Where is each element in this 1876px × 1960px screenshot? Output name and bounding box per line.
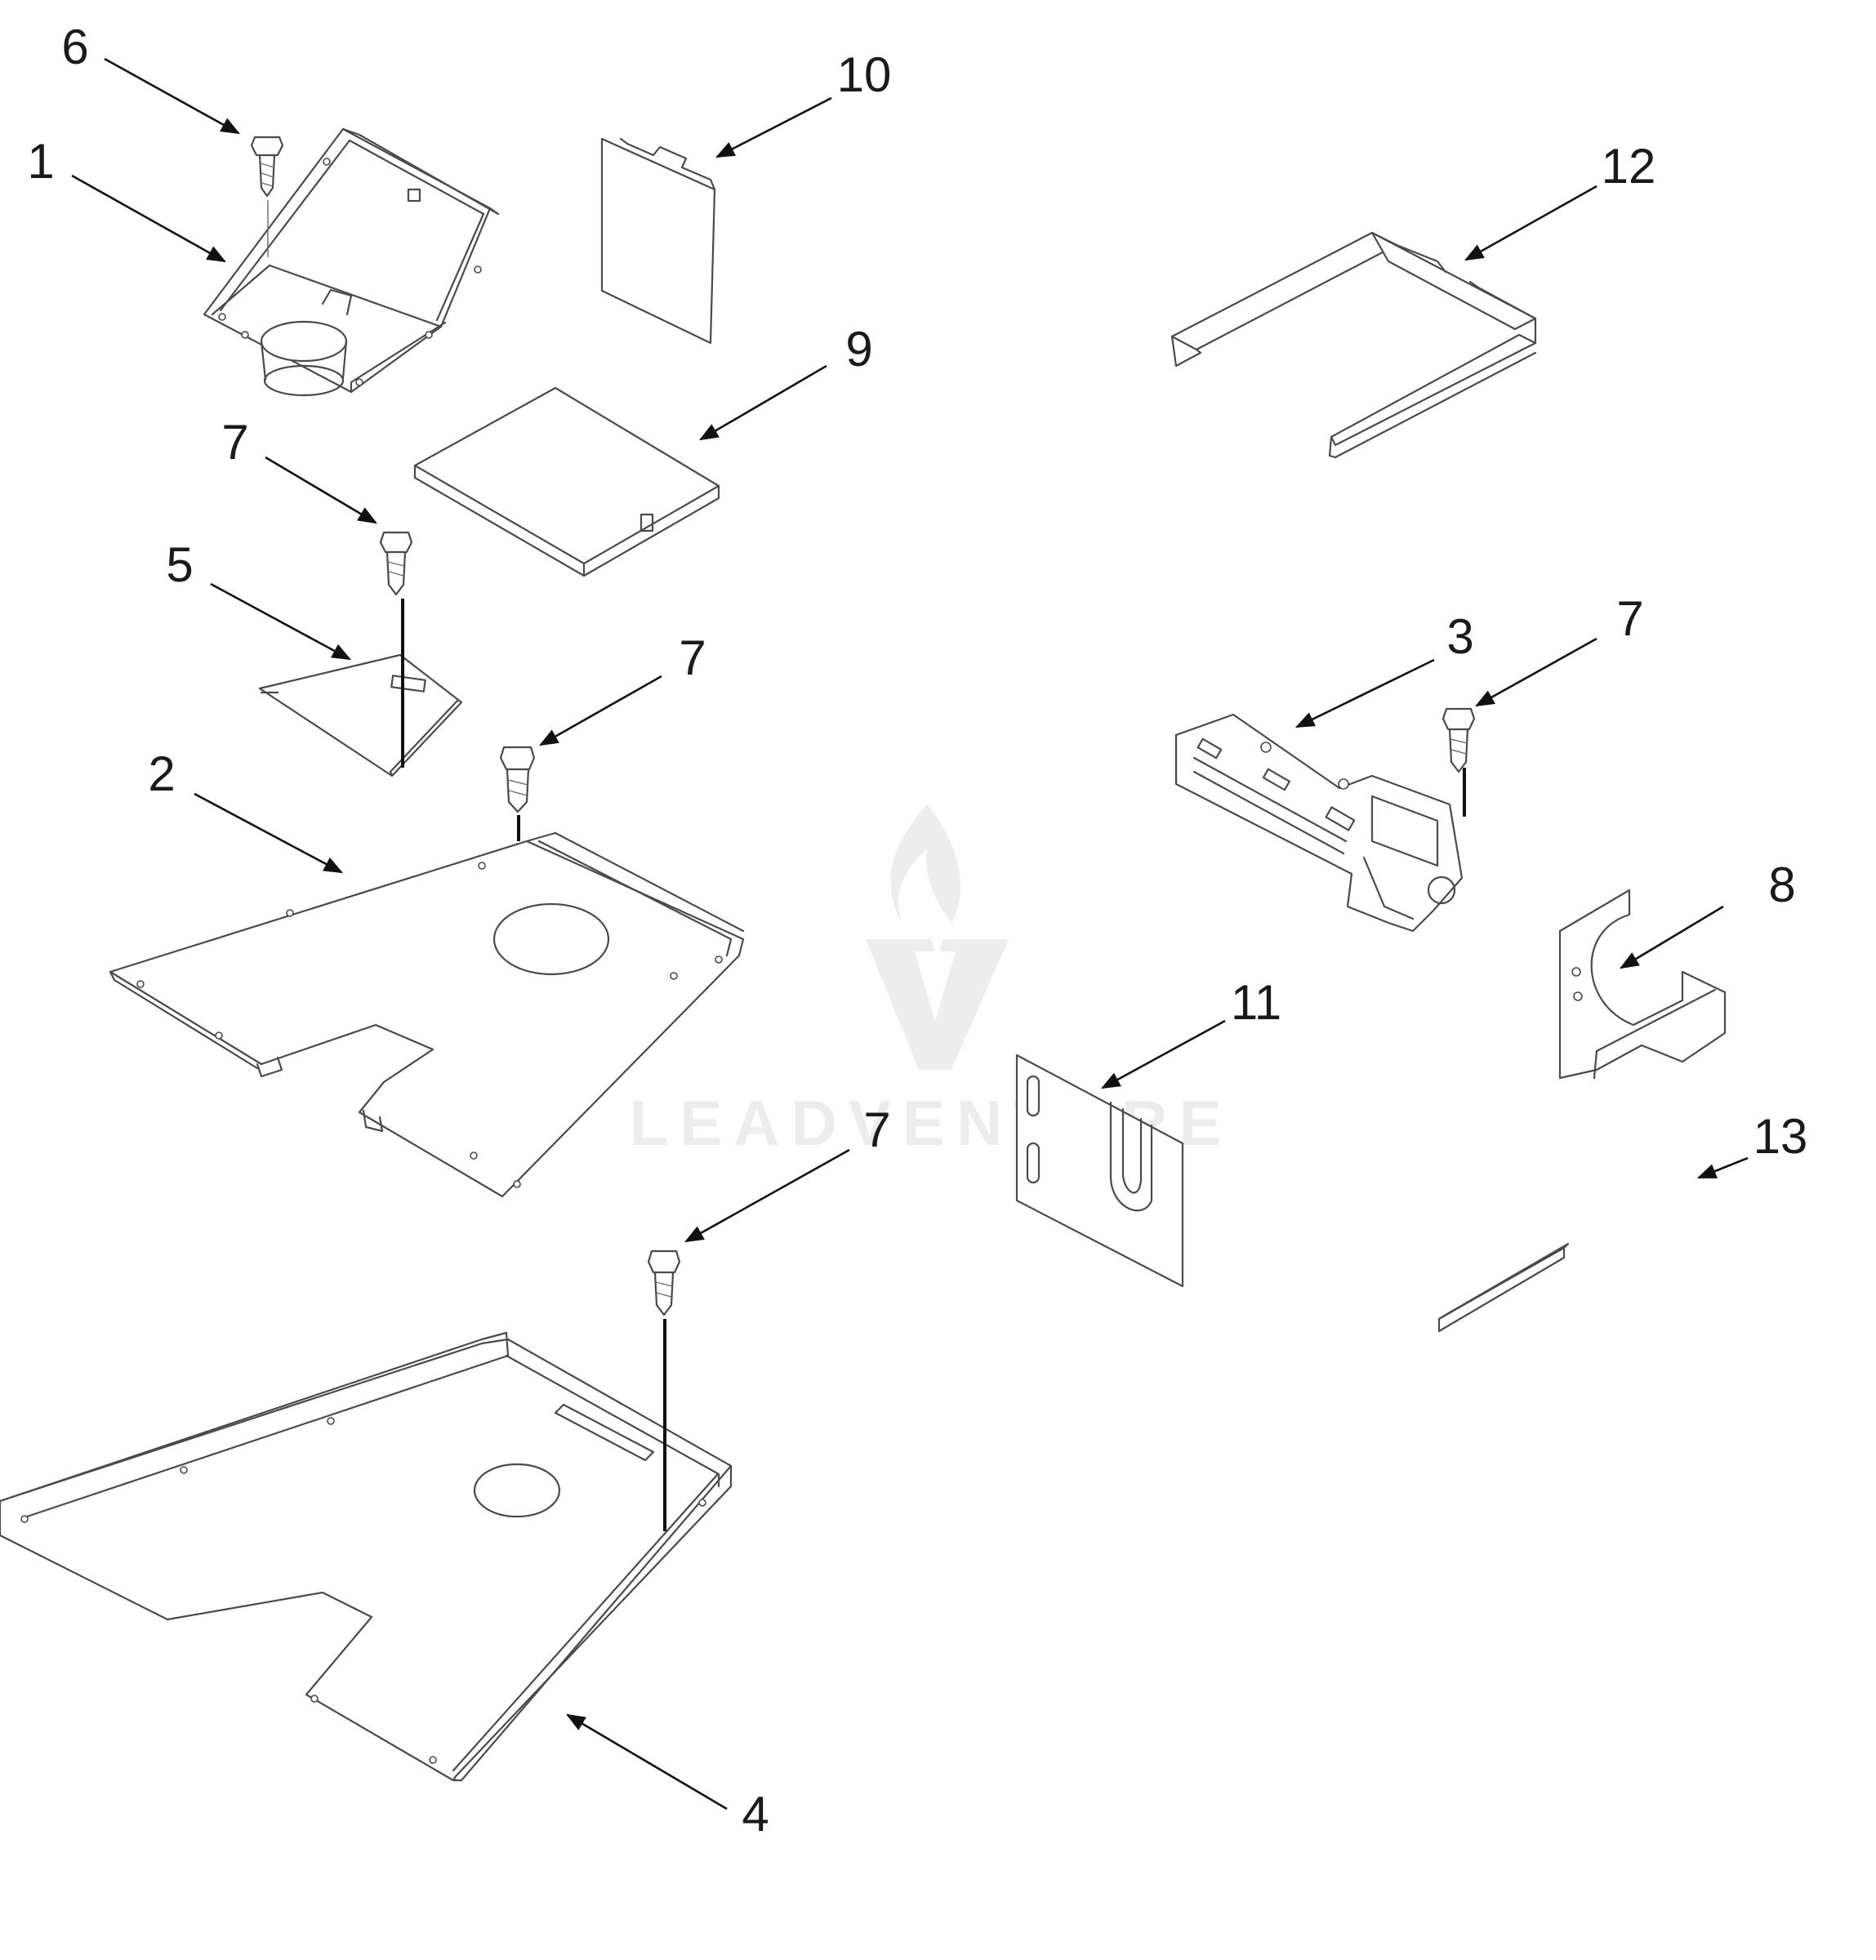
arrow-4 (565, 1713, 728, 1811)
callout-labels: 6 1 10 9 12 7 5 7 2 3 7 8 11 13 7 4 (27, 20, 1807, 1842)
arrow-3 (1294, 658, 1435, 728)
callout-13: 13 (1753, 1109, 1808, 1164)
part-11-plate (1015, 1054, 1184, 1288)
arrow-7a (265, 456, 378, 524)
arrow-7b (538, 675, 662, 746)
arrow-6 (104, 57, 241, 135)
callout-3: 3 (1446, 609, 1473, 664)
callout-2: 2 (148, 746, 175, 801)
callout-8: 8 (1768, 858, 1795, 912)
callout-12: 12 (1602, 139, 1656, 194)
part-5-plate (258, 653, 463, 777)
arrow-5 (210, 582, 352, 661)
part-9-tray (413, 386, 720, 577)
callout-4: 4 (742, 1787, 769, 1842)
leader-arrows (71, 57, 1749, 1811)
callout-10: 10 (837, 47, 892, 102)
part-10-panel (600, 137, 716, 345)
arrow-9 (698, 364, 827, 441)
part-7-screw-b (499, 746, 536, 841)
callout-7b: 7 (679, 630, 706, 685)
callout-7a: 7 (221, 415, 248, 470)
callout-1: 1 (27, 134, 54, 189)
callout-5: 5 (166, 537, 193, 592)
arrow-7d (1474, 637, 1597, 707)
callout-6: 6 (61, 20, 88, 74)
arrow-11 (1100, 1019, 1226, 1089)
part-6-screw (250, 136, 284, 257)
arrow-2 (194, 792, 344, 874)
part-7-screw-d (1442, 707, 1476, 817)
flame-v-logo-icon (866, 804, 1009, 1070)
arrow-13 (1696, 1156, 1749, 1179)
part-7-screw-a (379, 531, 413, 768)
part-3-burner (1174, 713, 1464, 933)
arrow-8 (1619, 905, 1724, 969)
callout-7d: 7 (1616, 591, 1643, 646)
watermark: LEADVENTURE (629, 804, 1222, 1159)
callout-9: 9 (845, 322, 872, 376)
arrow-7c (684, 1148, 850, 1243)
part-1-housing (203, 127, 500, 397)
arrow-12 (1464, 185, 1597, 261)
part-7-screw-c (647, 1250, 681, 1531)
part-13-strip (1437, 1242, 1570, 1333)
part-4-base (0, 1331, 733, 1782)
arrow-1 (71, 174, 227, 263)
part-2-plate (109, 831, 745, 1198)
part-12-frame (1170, 231, 1537, 459)
callout-7c: 7 (863, 1102, 890, 1157)
callout-11: 11 (1231, 975, 1281, 1030)
arrow-10 (715, 96, 832, 158)
part-8-bracket (1558, 889, 1727, 1080)
